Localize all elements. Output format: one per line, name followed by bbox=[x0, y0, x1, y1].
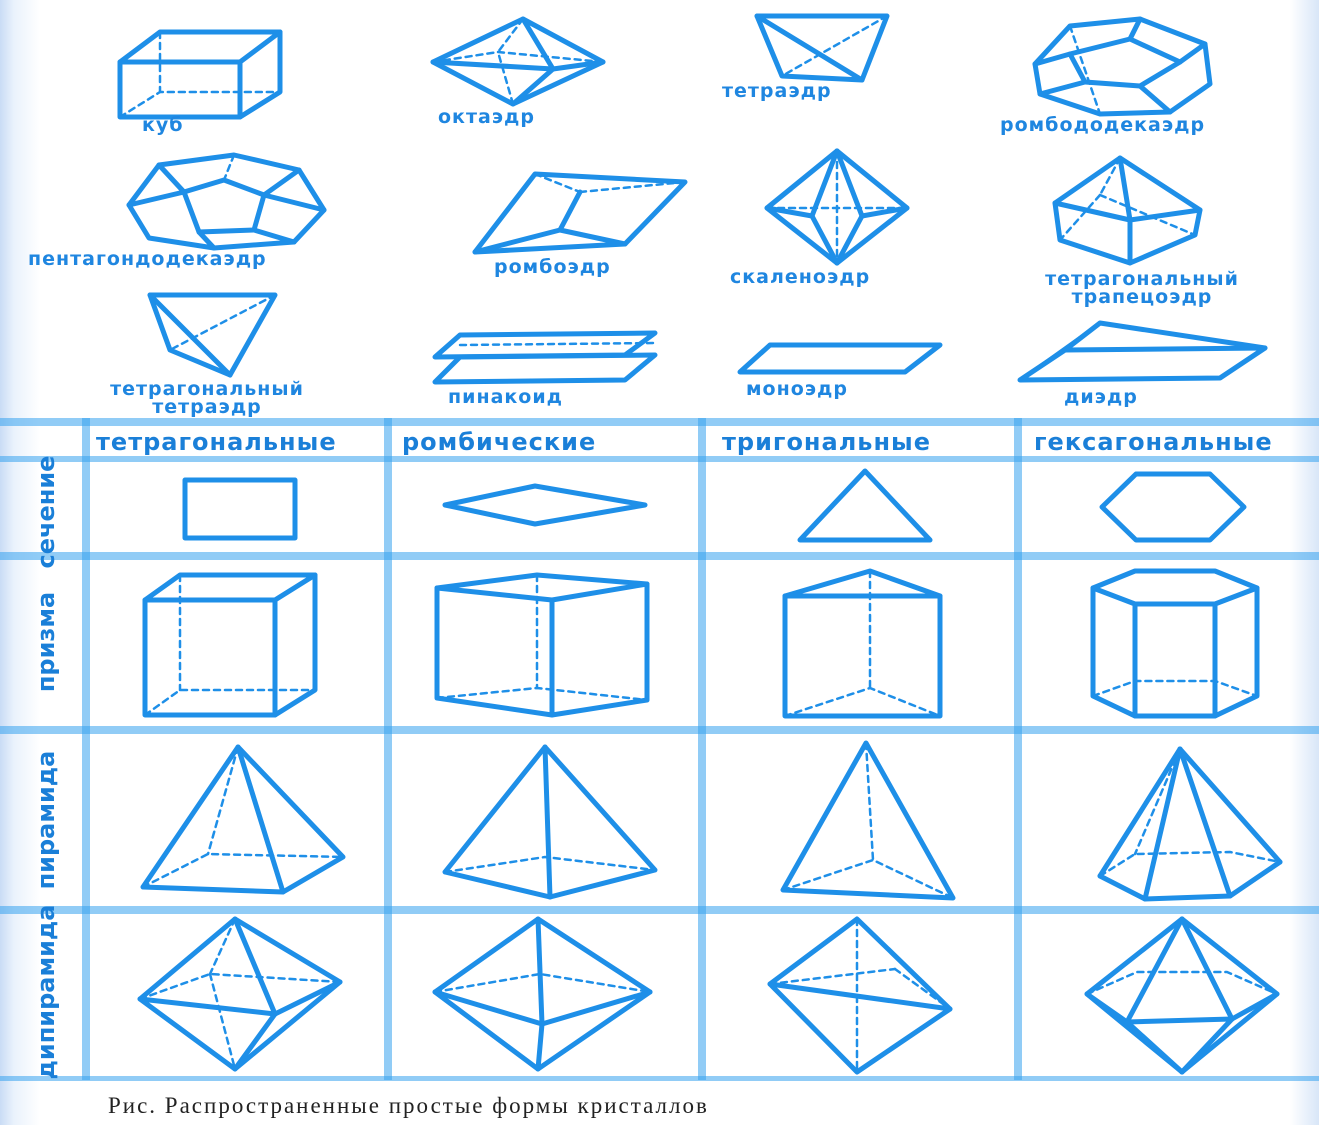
row-header-dipyramid: дипирамида bbox=[32, 902, 60, 1082]
section-rhombus bbox=[440, 482, 650, 528]
rhombododecahedron-figure bbox=[1030, 14, 1215, 118]
column-header-rhombic: ромбические bbox=[402, 428, 596, 456]
dipyramid-tetragonal bbox=[135, 914, 345, 1074]
dipyramid-rhombic bbox=[430, 914, 655, 1074]
table-border-bottom bbox=[0, 1076, 1319, 1081]
tetrahedron-label: тетраэдр bbox=[722, 80, 832, 102]
tetrahedron-figure bbox=[752, 8, 892, 84]
tetragonal-tetrahedron-label: тетрагональный тетраэдр bbox=[52, 380, 362, 416]
row-header-section: сечение bbox=[32, 452, 60, 572]
scalenohedron-figure bbox=[762, 148, 912, 266]
section-triangle bbox=[795, 466, 935, 544]
cube-figure bbox=[110, 22, 290, 122]
tetragonal-trapezohedron-label: тетрагональный трапецоэдр bbox=[992, 270, 1292, 306]
tetragonal-trapezohedron-figure bbox=[1050, 155, 1205, 265]
scalenohedron-label: скаленоэдр bbox=[730, 266, 870, 288]
prism-trigonal bbox=[780, 566, 945, 721]
pyramid-hexagonal bbox=[1080, 744, 1285, 904]
pentagondodecahedron-figure bbox=[124, 150, 329, 250]
table-col-separator-3 bbox=[1014, 418, 1022, 1080]
figure-caption: Рис. Распространенные простые формы крис… bbox=[108, 1093, 709, 1119]
dipyramid-trigonal bbox=[765, 914, 955, 1076]
table-row-separator-3 bbox=[0, 906, 1319, 914]
rhombohedron-label: ромбоэдр bbox=[494, 256, 611, 278]
table-row-separator-1 bbox=[0, 552, 1319, 560]
row-header-pyramid: пирамида bbox=[32, 740, 60, 900]
pyramid-trigonal bbox=[778, 738, 958, 903]
table-col-separator-1 bbox=[384, 418, 392, 1080]
octahedron-label: октаэдр bbox=[438, 106, 535, 128]
prism-tetragonal bbox=[140, 570, 320, 720]
monohedron-label: моноэдр bbox=[746, 378, 848, 400]
column-header-tetragonal: тетрагональные bbox=[96, 428, 337, 456]
section-square bbox=[180, 476, 300, 542]
pyramid-rhombic bbox=[440, 742, 660, 902]
dihedron-label: диэдр bbox=[1064, 386, 1138, 408]
table-col-separator-0 bbox=[82, 418, 90, 1080]
pentagondodecahedron-label: пентагондодекаэдр bbox=[28, 248, 267, 270]
tetragonal-tetrahedron-figure bbox=[140, 290, 280, 380]
column-header-trigonal: тригональные bbox=[722, 428, 931, 456]
tetragonal-tetrahedron-label-line2: тетраэдр bbox=[52, 398, 362, 416]
octahedron-figure bbox=[428, 14, 608, 109]
row-header-prism: призма bbox=[32, 582, 60, 702]
dipyramid-hexagonal bbox=[1082, 914, 1282, 1076]
table-border-top bbox=[0, 418, 1319, 426]
table-border-header bbox=[0, 456, 1319, 462]
table-col-separator-2 bbox=[698, 418, 706, 1080]
rhombododecahedron-label: ромбододекаэдр bbox=[1000, 114, 1205, 136]
column-header-hexagonal: гексагональные bbox=[1034, 428, 1273, 456]
tetragonal-trapezohedron-label-line2: трапецоэдр bbox=[992, 288, 1292, 306]
cube-label: куб bbox=[142, 114, 184, 136]
dihedron-figure bbox=[1015, 318, 1270, 384]
section-hexagon bbox=[1098, 470, 1248, 544]
monohedron-figure bbox=[735, 340, 945, 376]
prism-hexagonal bbox=[1085, 566, 1265, 721]
pyramid-tetragonal bbox=[138, 742, 348, 900]
rhombohedron-figure bbox=[470, 162, 690, 257]
pinacoid-label: пинакоид bbox=[448, 386, 563, 408]
pinacoid-figure bbox=[430, 325, 660, 385]
table-row-separator-2 bbox=[0, 726, 1319, 734]
prism-rhombic bbox=[432, 570, 652, 720]
